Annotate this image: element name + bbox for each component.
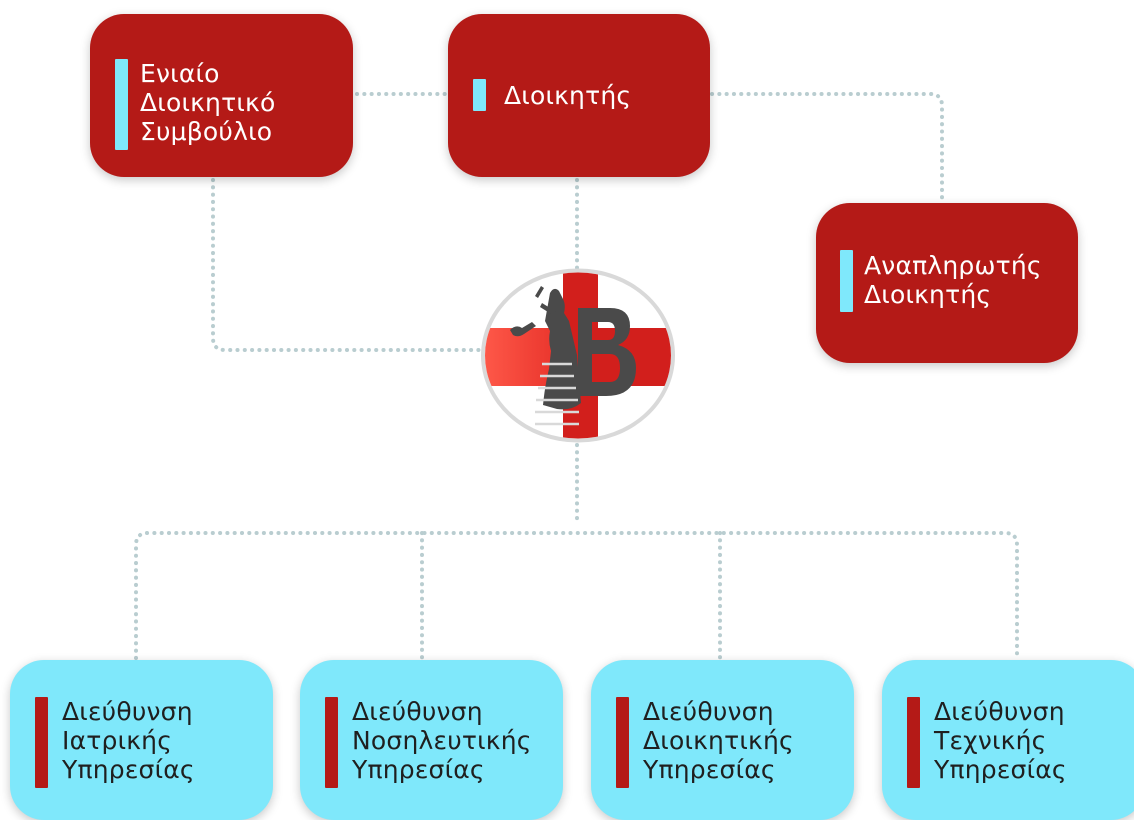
deputy-label-line: Αναπληρωτής: [864, 251, 1042, 280]
board-label: Ενιαίο Διοικητικό Συμβούλιο: [140, 59, 275, 146]
board-label-line: Συμβούλιο: [140, 117, 273, 146]
nursing-label-line: Υπηρεσίας: [352, 755, 485, 784]
admin-label-line: Υπηρεσίας: [643, 755, 776, 784]
accent-bar: [325, 697, 338, 788]
medical-directorate-label: Διεύθυνση Ιατρικής Υπηρεσίας: [62, 697, 195, 784]
accent-bar: [115, 59, 128, 150]
nursing-directorate-box: Διεύθυνση Νοσηλευτικής Υπηρεσίας: [300, 660, 563, 820]
accent-bar: [35, 697, 48, 788]
deputy-director-box: Αναπληρωτής Διοικητής: [816, 203, 1078, 363]
administrative-directorate-label: Διεύθυνση Διοικητικής Υπηρεσίας: [643, 697, 794, 784]
technical-label-line: Διεύθυνση: [934, 697, 1065, 726]
medical-label-line: Υπηρεσίας: [62, 755, 195, 784]
board-box: Ενιαίο Διοικητικό Συμβούλιο: [90, 14, 353, 177]
accent-bar: [907, 697, 920, 788]
admin-label-line: Διεύθυνση: [643, 697, 774, 726]
connector-board-logo: [211, 178, 482, 352]
medical-label-line: Ιατρικής: [62, 726, 173, 755]
director-label: Διοικητής: [504, 81, 631, 110]
hospital-logo-icon: [481, 268, 675, 443]
director-box: Διοικητής: [448, 14, 710, 177]
technical-directorate-box: Διεύθυνση Τεχνικής Υπηρεσίας: [882, 660, 1134, 820]
nursing-directorate-label: Διεύθυνση Νοσηλευτικής Υπηρεσίας: [352, 697, 532, 784]
accent-bar: [616, 697, 629, 788]
accent-bar: [473, 79, 486, 111]
admin-label-line: Διοικητικής: [643, 726, 794, 755]
technical-directorate-label: Διεύθυνση Τεχνικής Υπηρεσίας: [934, 697, 1067, 784]
connector-horizontal-branch: [134, 531, 1019, 660]
deputy-director-label: Αναπληρωτής Διοικητής: [864, 251, 1042, 309]
medical-directorate-box: Διεύθυνση Ιατρικής Υπηρεσίας: [10, 660, 273, 820]
nursing-label-line: Διεύθυνση: [352, 697, 483, 726]
medical-label-line: Διεύθυνση: [62, 697, 193, 726]
connector-director-deputy: [710, 92, 944, 204]
board-label-line: Διοικητικό: [140, 88, 276, 117]
technical-label-line: Τεχνικής: [934, 726, 1047, 755]
technical-label-line: Υπηρεσίας: [934, 755, 1067, 784]
board-label-line: Ενιαίο: [140, 59, 220, 88]
accent-bar: [840, 250, 853, 312]
director-label-line: Διοικητής: [504, 81, 632, 110]
administrative-directorate-box: Διεύθυνση Διοικητικής Υπηρεσίας: [591, 660, 854, 820]
deputy-label-line: Διοικητής: [864, 280, 992, 309]
nursing-label-line: Νοσηλευτικής: [352, 726, 532, 755]
